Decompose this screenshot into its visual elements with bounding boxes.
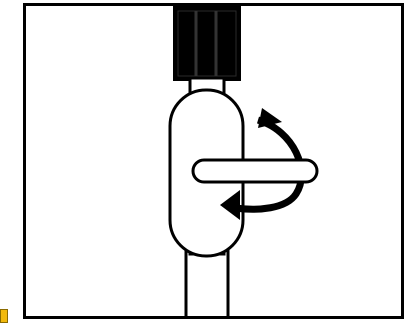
valve-diagram <box>168 6 319 316</box>
corner-marker <box>0 309 8 323</box>
lever-handle-icon <box>191 158 319 184</box>
pipe-bottom-icon <box>184 248 230 316</box>
pipe-top-icon <box>173 6 241 81</box>
diagram-frame <box>23 3 404 319</box>
rotation-arrow-icon <box>220 108 305 220</box>
